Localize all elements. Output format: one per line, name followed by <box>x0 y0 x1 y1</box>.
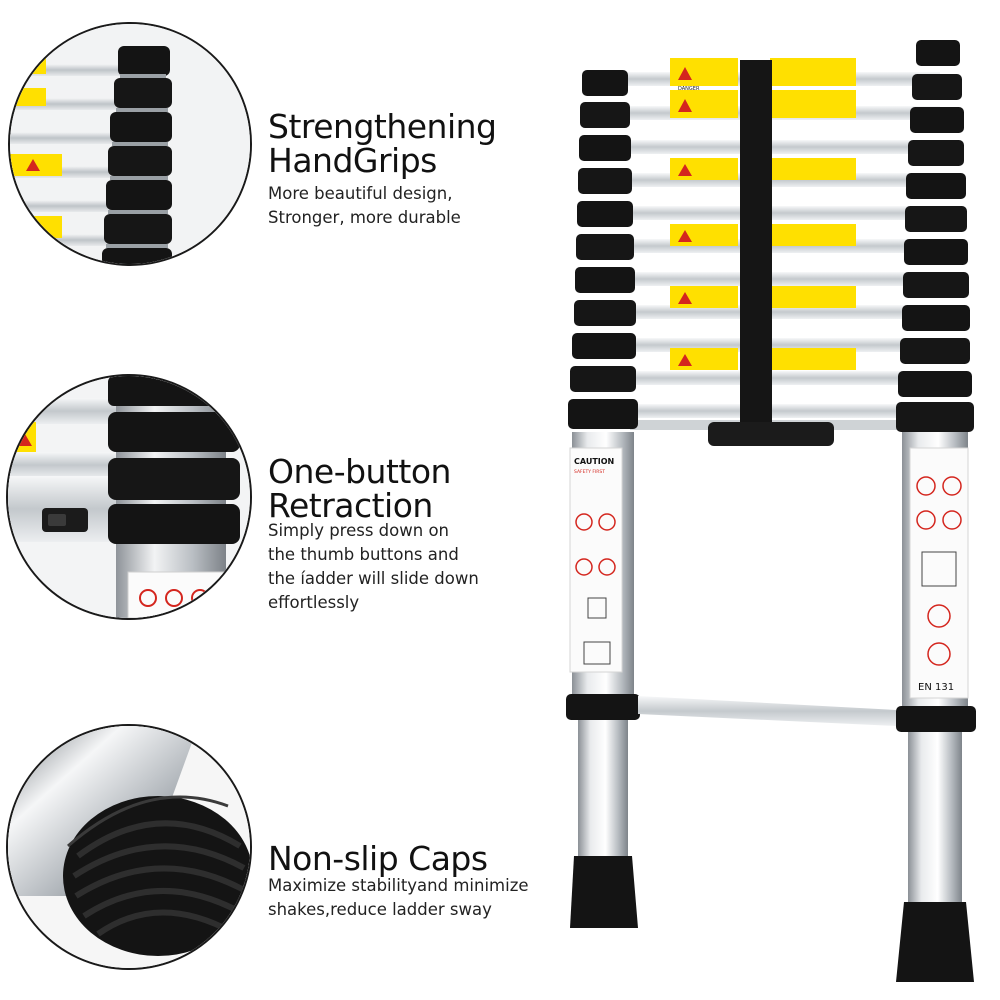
safety-first-text: SAFETY FIRST <box>574 469 605 475</box>
bottom-rung <box>638 696 896 726</box>
handgrip-detail-circle <box>8 22 252 266</box>
strap-handle <box>708 422 834 446</box>
left-grip-column <box>568 70 638 429</box>
feature-desc-retraction: Simply press down on the thumb buttons a… <box>268 521 479 612</box>
caution-label: CAUTION SAFETY FIRST <box>569 447 623 673</box>
feature-title-retraction: One-button Retraction <box>268 452 451 525</box>
cap-detail-image <box>8 726 250 968</box>
retraction-detail-circle <box>6 374 252 620</box>
handgrip-detail-image <box>10 24 250 264</box>
feature-desc-caps: Maximize stabilityand minimize shakes,re… <box>268 876 529 919</box>
feature-title-handgrips: Strengthening HandGrips <box>268 107 497 180</box>
warning-stickers: DANGER <box>670 58 856 370</box>
right-grip-column <box>896 40 974 432</box>
caution-heading: CAUTION <box>574 457 614 466</box>
telescopic-ladder: DANGER <box>566 40 976 982</box>
retraction-detail-image <box>8 376 250 618</box>
carry-strap <box>740 60 772 432</box>
feature-title-caps: Non-slip Caps <box>268 839 488 878</box>
cap-detail-circle <box>6 724 252 970</box>
handgrip-stack <box>102 46 172 264</box>
standard-label: EN 131 <box>909 447 969 699</box>
en131-text: EN 131 <box>918 682 954 693</box>
danger-label-top: DANGER <box>678 86 700 92</box>
right-foot-cap <box>896 902 974 982</box>
feature-desc-handgrips: More beautiful design, Stronger, more du… <box>268 184 461 227</box>
rubber-cap <box>63 795 250 956</box>
left-foot-cap <box>570 856 638 928</box>
